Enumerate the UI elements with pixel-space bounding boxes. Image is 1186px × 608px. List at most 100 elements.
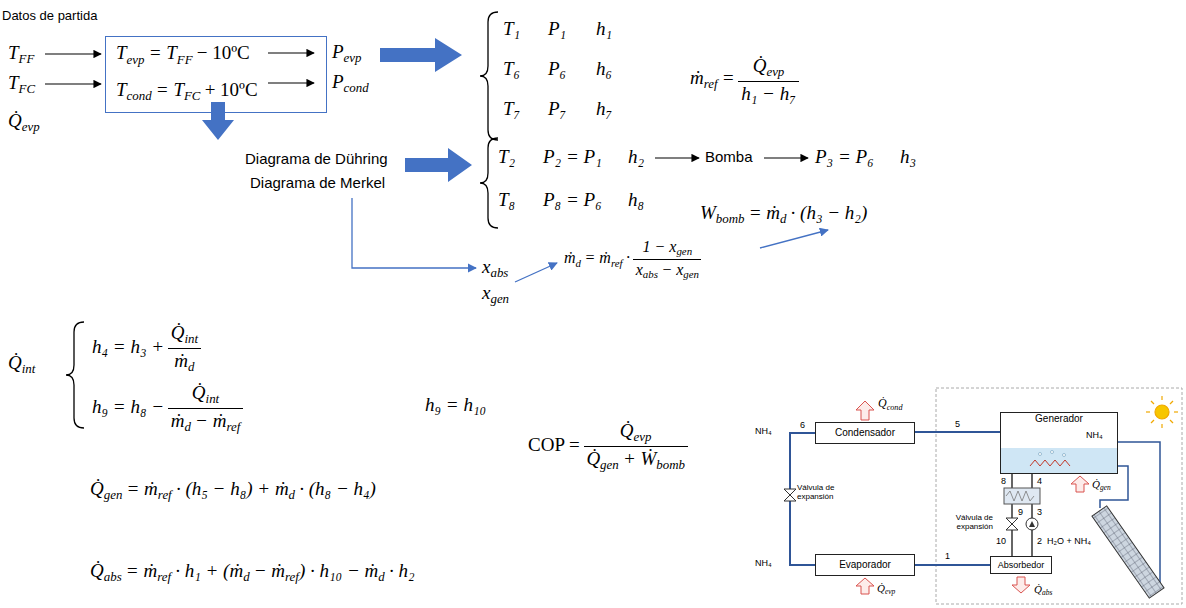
leader-arrow [760,230,828,248]
text-run: − 10ºC [197,42,250,63]
pipe [1011,474,1013,556]
component-box: Evaporador [815,554,915,576]
text-run: Q̇ [8,110,22,131]
fraction: Q̇intṁd− ṁref [168,382,243,435]
subscript: FC [19,81,36,96]
text-run: Absorbedor [998,560,1045,570]
label: Válvula de expansión [943,514,993,532]
label: Q̇int [8,352,35,377]
heat-arrow [856,401,874,420]
label: Q̇cond [878,396,903,412]
text-run: · (h₈ − h₄) [299,478,376,499]
expansion-valve [784,489,796,495]
fraction: Q̇evpQ̇gen+ Ẇbomb [584,420,688,473]
flow-arrow [268,52,314,53]
label: ṁref=Q̇evph₁ − h₇ [690,55,802,105]
subscript: evp [344,50,362,65]
label: Pevp [332,41,362,66]
flow-arrow [45,53,808,158]
subscript: d [243,569,249,584]
text-run: P [332,71,344,92]
text-run: Q̇ [586,448,600,469]
text-run: NH₄ [1086,430,1103,440]
label: h₃ [900,146,916,169]
sun [1151,420,1154,423]
text-run: Válvula de expansión [956,513,993,531]
text-run: 1 − x [643,238,677,255]
subscript: d [184,419,190,434]
label: Q̇evp [877,582,895,597]
brace [480,12,498,140]
box-content: Condensador [835,427,895,439]
box-content: Absorbedor [998,560,1045,570]
subscript: evp [885,587,895,596]
text-run: h₄ = h₃ + [92,336,164,357]
text-run: Q̇ [1092,478,1100,490]
subscript: d [289,487,295,502]
text-run: ṁ [171,410,185,431]
solar-loop [1100,466,1128,508]
generator-liquid [1051,451,1054,454]
pump-symbol [1026,518,1038,530]
block-arrow [405,148,472,182]
sun [1161,396,1162,400]
text-run: NH₄ [755,426,772,436]
text-run: · h₂ [389,560,415,581]
flow-arrow [268,82,314,83]
text-run: 3 [1037,507,1042,517]
subscript: ref [285,569,299,584]
text-run: + Ẇ [623,448,656,469]
label: Diagrama de Merkel [250,174,385,192]
box-content: Evaporador [839,559,891,571]
text-run: Bomba [705,148,753,165]
numerator: Q̇int [168,322,201,349]
text-run: Q̇ [1034,583,1042,595]
numerator: Q̇int [168,382,243,409]
subscript: int [184,331,198,346]
label: T₈ [498,189,515,212]
flow-arrow [45,53,101,54]
label: 3 [1037,507,1042,518]
label: P₂ = P₁ [543,146,602,169]
label: NH₄ [755,558,772,569]
text-run: 4 [1037,476,1042,486]
pipe [1031,474,1033,556]
subscript: d [188,359,194,374]
subscript: ref [704,76,718,91]
system-boundary [936,388,1182,604]
subscript: abs [104,569,122,584]
label: H₂O + NH₄ [1047,536,1091,547]
text-line: Absorbedor [998,560,1045,570]
label: h₈ [628,189,644,212]
text-run: − ṁ [195,410,226,431]
subscript: cond [344,80,369,95]
subscript: ref [157,569,171,584]
pump-symbol [1029,521,1035,527]
text-run: P₃ = P₆ [815,146,874,167]
numerator: 1 − xgen [633,238,701,260]
text-run: W [700,202,716,223]
text-run: Q̇ [620,420,634,441]
label: Wbomb= ṁd· (h₃ − h₂) [700,202,867,227]
solar-panel [1092,506,1164,598]
subscript: gen [1100,483,1111,492]
subscript: evp [127,52,145,67]
heat-exchanger [1006,491,1034,501]
label: 8 [1001,476,1006,487]
text-run: h₇ [596,98,612,119]
block-arrow [380,38,462,72]
label: Válvula de expansión [797,484,849,502]
heat-exchanger [1004,488,1040,504]
denominator: h₁ − h₇ [738,82,798,105]
denominator: ṁd− ṁref [168,409,243,435]
label: xabs [482,256,508,281]
subscript: int [22,361,36,376]
generator-liquid [1030,460,1070,466]
text-run: T₁ [503,18,520,39]
flow-arrow [764,157,808,158]
fraction: 1 − xgenxabs− xgen [633,238,701,281]
text-run: h₉ = h₁₀ [425,394,486,415]
box-content: Generador [1035,413,1083,425]
denominator: Q̇gen+ Ẇbomb [584,447,688,473]
text-run: = ṁ [127,478,158,499]
